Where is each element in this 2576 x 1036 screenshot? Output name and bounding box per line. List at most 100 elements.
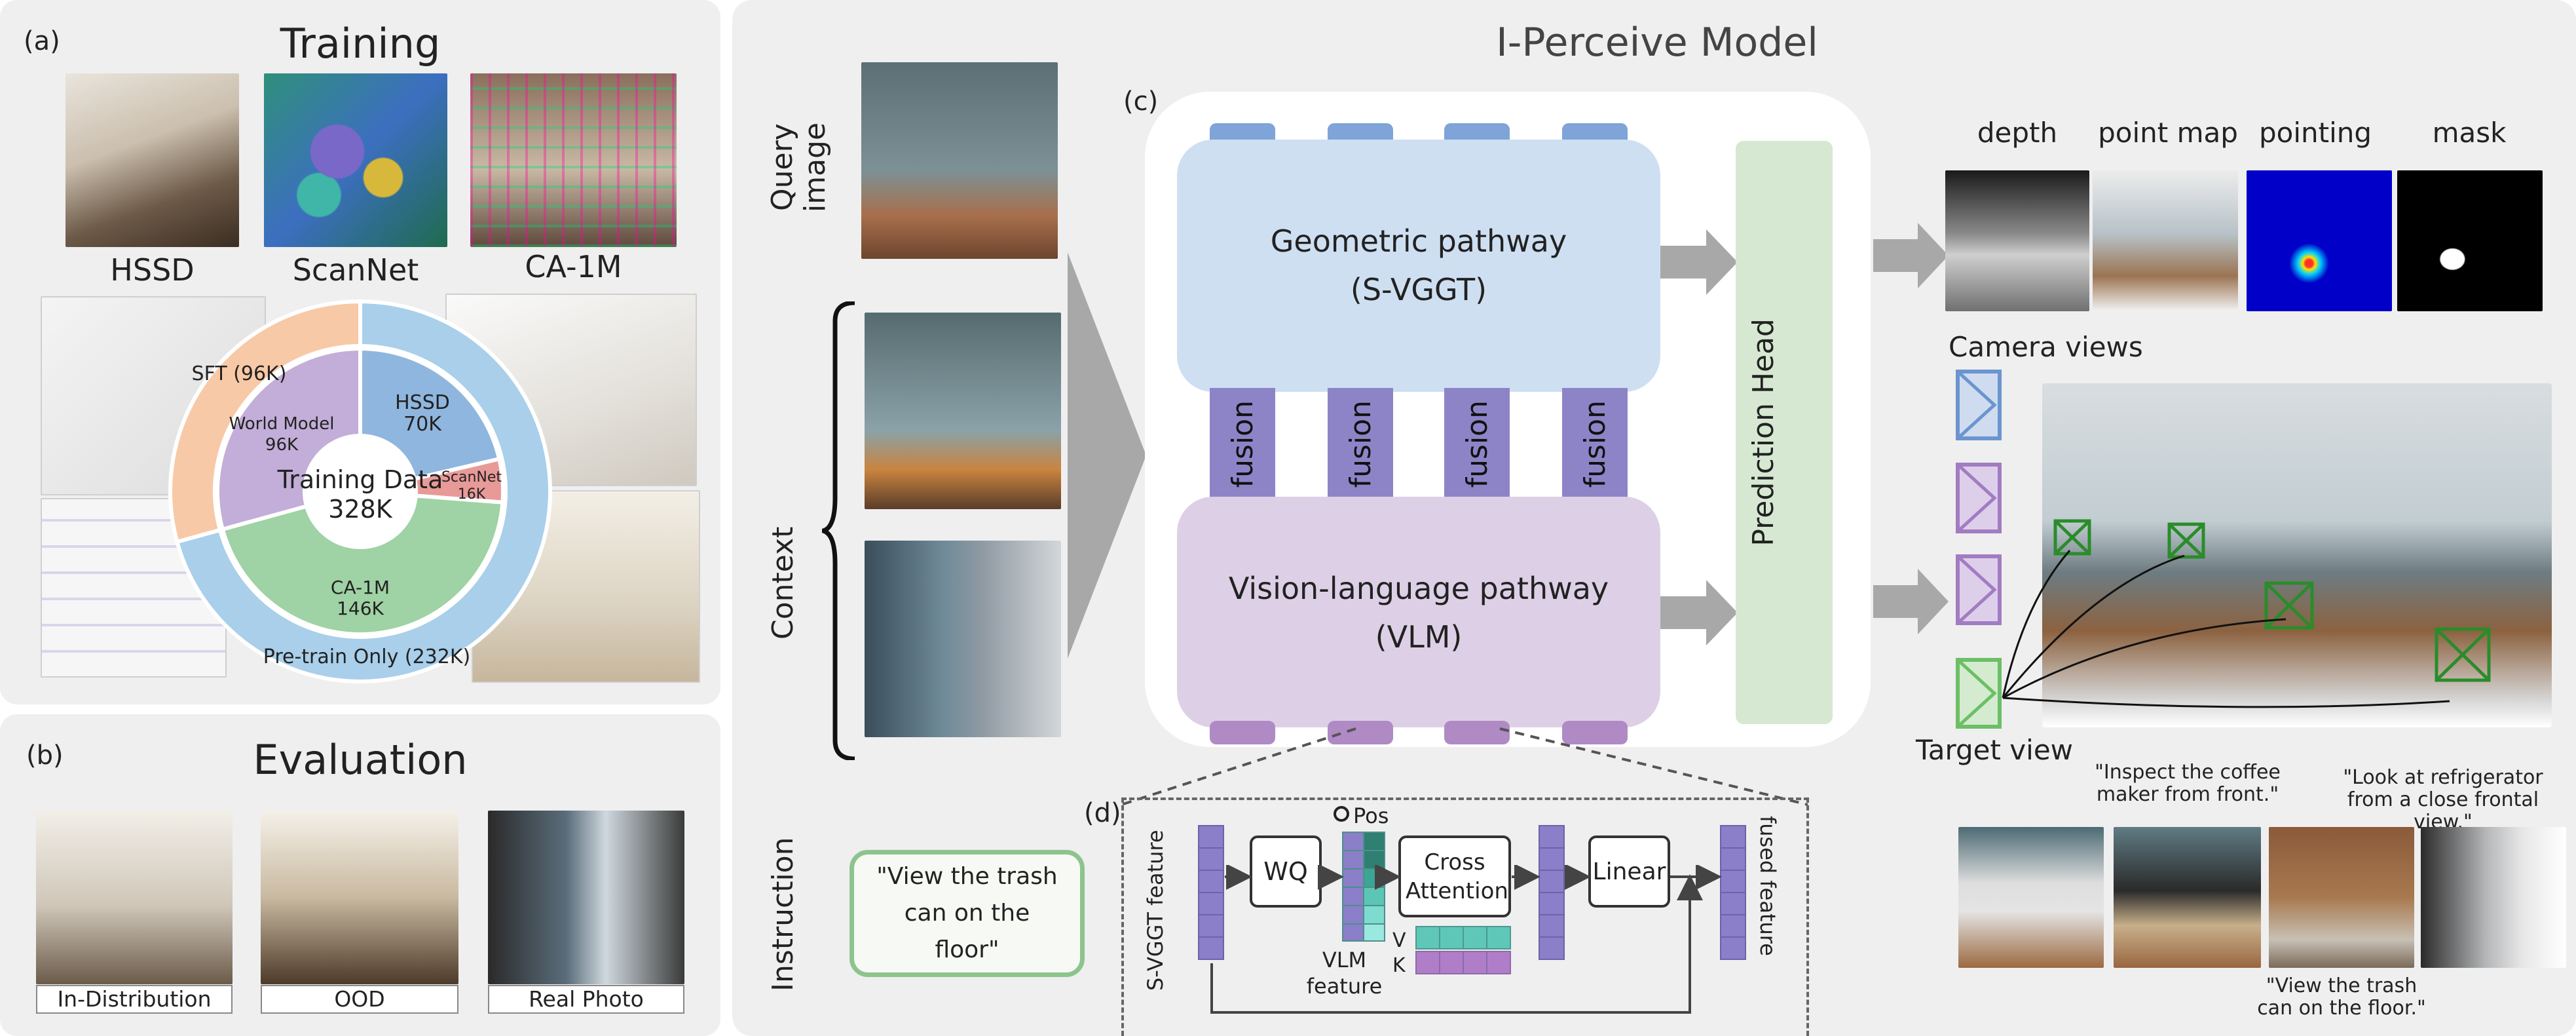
k-label: K: [1392, 954, 1406, 977]
panel-b-label: (b): [26, 740, 64, 771]
ca1m-caption: CA-1M: [525, 249, 622, 284]
training-title: Training: [280, 20, 441, 67]
query-image: [861, 62, 1058, 259]
mask-label: mask: [2432, 117, 2507, 149]
vlm-pathway-block: Vision-language pathway (VLM): [1177, 497, 1660, 727]
linear-label: Linear: [1592, 858, 1666, 885]
zoom-connector-lines: [1121, 727, 1808, 806]
detail-box: [1121, 797, 1809, 1036]
input-arrow: [1068, 252, 1146, 659]
in-distribution-caption: In-Distribution: [36, 985, 233, 1014]
instruction-text: "View the trash can on the floor": [876, 863, 1058, 963]
geometric-pathway-subtitle: (S-VGGT): [1350, 272, 1487, 307]
context-brace: [822, 301, 855, 760]
point-map-label: point map: [2098, 117, 2238, 149]
pretrain-ring-label: Pre-train Only (232K): [263, 645, 471, 668]
render-microwave: [1958, 827, 2104, 968]
fused-feature-stack: [1720, 825, 1746, 960]
linear-box: Linear: [1588, 835, 1670, 908]
point-map: [2093, 170, 2238, 311]
camera-icon-green-target: [1956, 658, 2002, 729]
panel-d-label: (d): [1084, 798, 1121, 828]
cross-attention-label: Cross Attention: [1406, 849, 1508, 904]
query-image-label: Query image: [766, 122, 832, 212]
fusion-bar-4: fusion: [1562, 388, 1628, 501]
world-model-slice-value: 96K: [265, 435, 299, 455]
fusion-label-4: fusion: [1578, 400, 1612, 488]
render-coffee-maker: [2114, 827, 2261, 968]
camera-icon-purple-2: [1956, 554, 2002, 625]
head-to-views-arrow: [1873, 569, 1949, 634]
camera-icon-blue: [1956, 370, 2002, 440]
vlm-tab-3: [1444, 721, 1510, 744]
fusion-bar-3: fusion: [1444, 388, 1510, 501]
pos-label: Pos: [1353, 803, 1389, 828]
quote-refrigerator: "Look at refrigerator from a close front…: [2343, 766, 2543, 834]
fusion-label-1: fusion: [1225, 400, 1260, 488]
hssd-thumbnail: [65, 73, 239, 247]
training-data-donut: [168, 299, 552, 683]
donut-hole: [305, 436, 416, 547]
query-pos-stack: [1342, 832, 1385, 942]
scannet-slice-label: ScanNet: [441, 469, 502, 486]
mask-map: [2397, 170, 2543, 311]
quote-coffee-maker: "Inspect the coffee maker from front.": [2095, 761, 2281, 806]
real-photo-caption: Real Photo: [488, 985, 684, 1014]
camera-views-label: Camera views: [1949, 331, 2143, 363]
vlm-feature-label: VLM feature: [1306, 948, 1383, 999]
geometric-pathway-title: Geometric pathway: [1270, 223, 1567, 259]
geometric-pathway-block: Geometric pathway (S-VGGT): [1177, 140, 1660, 392]
panel-c-label: (c): [1123, 86, 1159, 117]
quote-trash-can: "View the trash can on the floor.": [2257, 974, 2426, 1020]
camera-icon-purple-1: [1956, 463, 2002, 533]
scene-camera-overlay: [2002, 519, 2491, 708]
evaluation-title: Evaluation: [253, 736, 468, 784]
depth-label: depth: [1977, 117, 2058, 149]
ca1m-slice-label: CA-1M: [330, 577, 390, 598]
pointing-label: pointing: [2258, 117, 2372, 149]
hssd-slice-label: HSSD: [395, 391, 450, 414]
donut-center-label: Training Data: [277, 465, 443, 494]
context-image-1: [865, 313, 1061, 509]
scannet-thumbnail: [264, 73, 447, 247]
panel-a-label: (a): [24, 26, 60, 56]
fusion-label-2: fusion: [1343, 400, 1377, 488]
fusion-bar-2: fusion: [1328, 388, 1393, 501]
model-title: I-Perceive Model: [1496, 20, 1818, 66]
prediction-head-label: Prediction Head: [1747, 318, 1780, 547]
instruction-box: "View the trash can on the floor": [849, 850, 1085, 977]
fusion-label-3: fusion: [1460, 400, 1494, 488]
world-model-slice-label: World Model: [229, 414, 335, 434]
hssd-slice-value: 70K: [403, 413, 441, 436]
instruction-label: Instruction: [766, 837, 800, 991]
ca1m-slice-value: 146K: [337, 598, 384, 619]
ood-caption: OOD: [261, 985, 458, 1014]
vlm-tab-2: [1328, 721, 1393, 744]
head-to-maps-arrow: [1873, 223, 1949, 288]
inner-ring-slice-3: [215, 346, 362, 532]
donut-center-value: 328K: [328, 495, 392, 524]
scannet-slice-value: 16K: [457, 486, 486, 503]
geo-to-head-arrow: [1660, 229, 1738, 295]
vlm-tab-1: [1210, 721, 1275, 744]
fusion-bar-1: fusion: [1210, 388, 1275, 501]
outer-ring-slice-0: [174, 299, 552, 683]
target-view-label: Target view: [1916, 734, 2074, 766]
render-refrigerator: [2421, 827, 2566, 968]
render-trash-can: [2269, 827, 2414, 968]
outer-ring-slice-1: [168, 299, 362, 545]
ood-image: [261, 811, 458, 984]
detail-flow-arrows: [1210, 865, 1722, 1014]
vlm-pathway-subtitle: (VLM): [1375, 619, 1463, 655]
vlm-kv-grid: [1415, 926, 1511, 974]
svggt-feature-stack: [1198, 825, 1224, 960]
hssd-caption: HSSD: [110, 252, 195, 288]
scannet-caption: ScanNet: [292, 252, 419, 288]
pointing-map: [2247, 170, 2392, 311]
sft-ring-label: SFT (96K): [191, 362, 287, 385]
attn-output-stack: [1539, 825, 1565, 960]
magnifier-icon: [1334, 806, 1349, 822]
wq-box: WQ: [1250, 835, 1322, 908]
v-label: V: [1392, 929, 1406, 952]
ca1m-thumbnail: [470, 73, 677, 247]
